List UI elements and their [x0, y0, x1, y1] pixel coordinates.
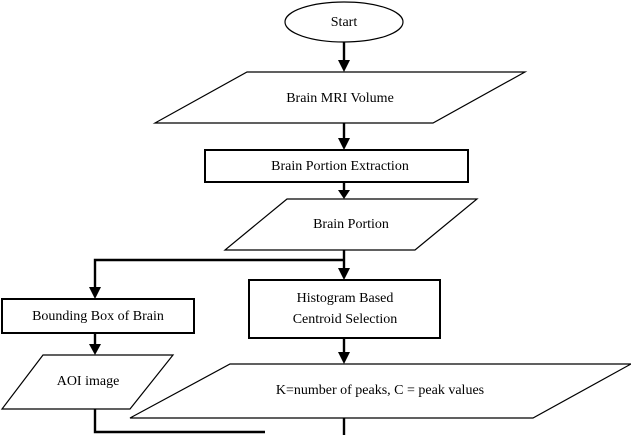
data-shape — [129, 363, 631, 419]
node-aoi-image: AOI image — [0, 354, 175, 410]
data-shape — [0, 354, 175, 410]
node-brain-portion-extraction-label: Brain Portion Extraction — [271, 159, 409, 174]
data-shape — [152, 71, 528, 124]
node-brain-portion-label: Brain Portion — [313, 217, 389, 232]
arrowhead-portion-to-bbox — [89, 287, 101, 299]
terminator-shape — [284, 1, 404, 43]
node-brain-mri-volume-label: Brain MRI Volume — [286, 91, 394, 106]
arrowhead-bbox-to-aoi — [89, 344, 101, 355]
data-shape — [223, 198, 479, 251]
node-aoi-image-label: AOI image — [57, 374, 120, 389]
node-histogram-label-line-2: Centroid Selection — [293, 312, 398, 327]
node-histogram-centroid-selection: Histogram Based Centroid Selection — [248, 279, 441, 339]
arrowhead-mri-to-extract — [338, 138, 350, 150]
process-shape — [1, 298, 195, 334]
node-peaks-label: K=number of peaks, C = peak values — [276, 383, 484, 398]
node-brain-portion: Brain Portion — [223, 198, 479, 251]
arrowhead-start-to-mri — [338, 60, 350, 72]
process-shape — [248, 279, 441, 339]
node-brain-mri-volume: Brain MRI Volume — [152, 71, 528, 124]
arrowhead-portion-to-histogram — [338, 268, 350, 280]
node-start: Start — [284, 1, 404, 43]
node-start-label: Start — [331, 15, 358, 30]
edge-portion-to-bbox — [93, 258, 344, 290]
arrowhead-histogram-to-peaks — [338, 352, 350, 364]
edge-aoi-continues — [93, 409, 265, 434]
process-shape — [204, 149, 469, 183]
node-bounding-box-of-brain: Bounding Box of Brain — [1, 298, 195, 334]
node-peaks: K=number of peaks, C = peak values — [129, 363, 631, 419]
arrowhead-extract-to-portion — [338, 190, 350, 199]
node-histogram-label-line-1: Histogram Based — [297, 291, 394, 306]
node-brain-portion-extraction: Brain Portion Extraction — [204, 149, 469, 183]
node-bounding-box-of-brain-label: Bounding Box of Brain — [32, 309, 164, 324]
